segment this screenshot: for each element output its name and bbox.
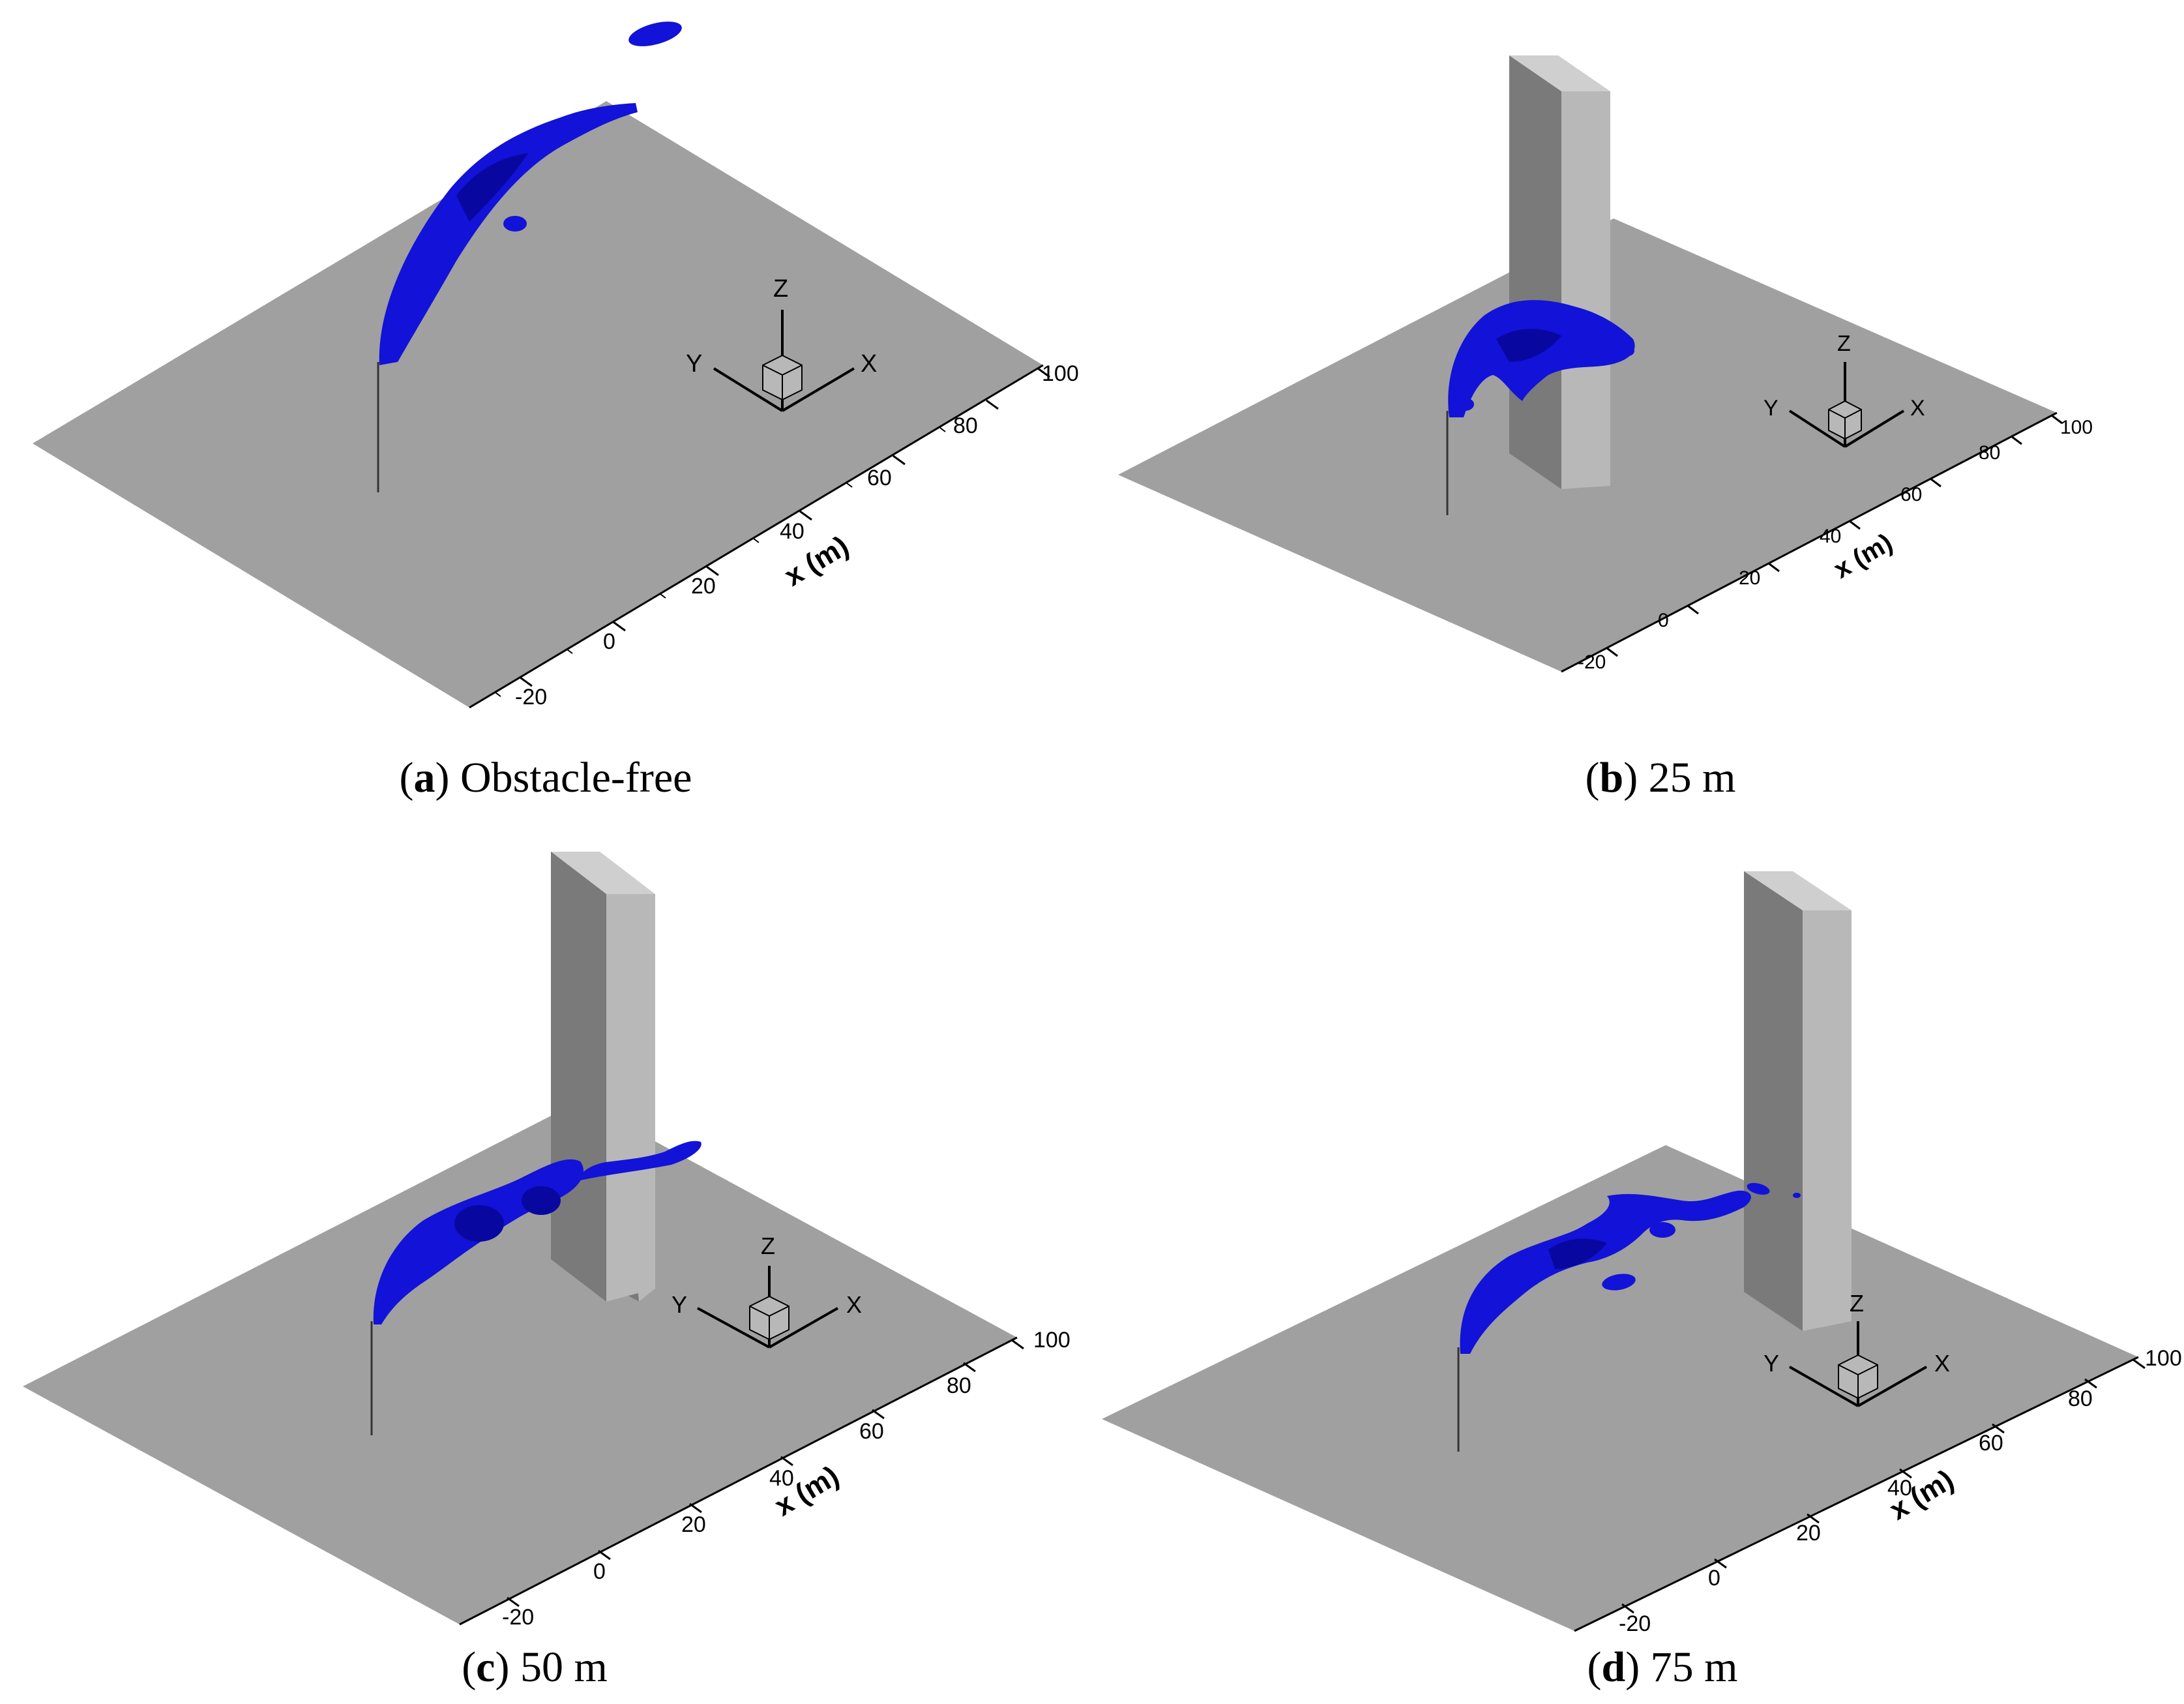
triad-label-z: Z: [1837, 331, 1851, 356]
x-tick-label: 20: [1796, 1521, 1821, 1546]
panel-a-figure: -20 0 20 40 60 80 100 x (m) Y X Z: [33, 22, 1079, 710]
x-tick-label: 60: [1900, 484, 1922, 505]
triad-label-x: X: [846, 1291, 862, 1318]
plume-isosurface: [379, 103, 638, 365]
panel-caption: (d) 75 m: [1587, 1643, 1738, 1691]
x-tick-label: 80: [947, 1373, 971, 1398]
x-tick-label: 80: [953, 413, 978, 438]
plume-fragment: [1649, 1222, 1675, 1238]
x-tick-label: -20: [1578, 651, 1606, 673]
plume-fragment: [1602, 1274, 1636, 1291]
panel-letter: d: [1601, 1643, 1626, 1691]
plume-fragment: [1747, 1182, 1770, 1195]
x-axis-line: [469, 364, 1044, 709]
panel-a: -20 0 20 40 60 80 100 x (m) Y X Z (a) Ob…: [0, 0, 1092, 852]
plume-fragment: [1456, 398, 1474, 411]
axis-triad: [1789, 1321, 1927, 1407]
plume-isosurface: [1548, 1238, 1607, 1269]
x-tick-label: 20: [681, 1512, 706, 1537]
axis-triad: [713, 310, 855, 412]
x-axis-line: [1574, 1356, 2139, 1632]
plume-fragment: [1793, 1193, 1801, 1198]
panel-b: -20 0 20 40 60 80 100 x (m) Y X Z (b) 25…: [1092, 0, 2184, 852]
plume-fragment: [1621, 346, 1634, 356]
plume-fragment: [522, 1186, 561, 1215]
panel-letter: c: [476, 1643, 495, 1691]
panel-caption: (b) 25 m: [1585, 754, 1736, 801]
x-tick-label: 60: [1979, 1431, 2003, 1456]
x-tick-label: 60: [859, 1419, 884, 1444]
panel-letter: a: [413, 754, 435, 801]
plume-fragment: [454, 1205, 504, 1242]
panel-b-figure: -20 0 20 40 60 80 100 x (m) Y X Z: [1118, 55, 2093, 673]
x-tick-label: 60: [867, 466, 892, 490]
plume-isosurface: [1460, 1190, 1751, 1354]
triad-label-x: X: [1934, 1350, 1950, 1377]
triad-label-z: Z: [1850, 1290, 1864, 1317]
obstacle-building: [1509, 55, 1610, 489]
x-tick-label: 0: [603, 629, 615, 654]
x-axis-minor-ticks: [495, 427, 946, 697]
x-tick-label: 0: [1708, 1566, 1720, 1591]
x-axis-ticks: [1621, 1358, 2146, 1614]
x-tick-label: 20: [691, 574, 716, 599]
x-tick-label: -20: [1619, 1611, 1651, 1636]
triad-label-z: Z: [773, 275, 788, 303]
x-tick-label: 40: [769, 1466, 794, 1491]
caption-text: ) Obstacle-free: [435, 754, 692, 801]
triad-label-y: Y: [686, 350, 702, 378]
x-tick-label: 80: [2068, 1386, 2093, 1411]
ground-plane: [23, 1101, 1017, 1624]
triad-label-y: Y: [1763, 396, 1778, 421]
x-tick-label: 100: [1042, 361, 1079, 386]
x-tick-label: 100: [1033, 1328, 1070, 1353]
x-tick-label: 0: [1658, 610, 1669, 631]
panel-d-figure: -20 0 20 40 60 80 100 x (m) Y X Z: [1102, 871, 2182, 1636]
x-tick-label: 40: [1887, 1476, 1912, 1501]
obstacle-building: [551, 852, 655, 1302]
panel-c-figure: -20 0 20 40 60 80 100 x (m) Y X Z: [23, 852, 1070, 1630]
triad-label-x: X: [861, 350, 877, 378]
ground-plane: [33, 101, 1043, 708]
plume-isosurface: [456, 153, 528, 222]
plume-isosurface: [1448, 300, 1635, 417]
triad-label-y: Y: [671, 1291, 687, 1318]
x-tick-label: -20: [502, 1605, 534, 1630]
caption-text: ) 25 m: [1623, 754, 1736, 801]
axis-triad: [697, 1266, 838, 1349]
x-axis-line: [1561, 411, 2058, 673]
ground-plane: [1102, 1145, 2138, 1631]
plume-isosurface: [577, 1141, 701, 1181]
plume-fragment: [503, 216, 527, 232]
x-tick-label: 40: [1820, 526, 1841, 547]
plume-fragment: [628, 22, 682, 46]
caption-text: ) 75 m: [1625, 1643, 1738, 1691]
x-tick-label: -20: [515, 685, 547, 710]
axis-triad: [1788, 362, 1905, 448]
x-axis-ticks: [1606, 414, 2063, 657]
triad-label-z: Z: [761, 1233, 775, 1259]
panel-d: -20 0 20 40 60 80 100 x (m) Y X Z (d): [1092, 852, 2184, 1704]
x-tick-label: 40: [780, 519, 804, 544]
x-tick-label: 80: [1979, 442, 2000, 464]
x-axis-ticks: [507, 1339, 1024, 1607]
triad-label-x: X: [1910, 396, 1925, 421]
x-axis-ticks: [520, 367, 1050, 687]
panel-letter: b: [1599, 754, 1624, 801]
panel-caption: (a) Obstacle-free: [399, 754, 692, 801]
x-tick-label: 20: [1739, 567, 1760, 589]
x-tick-label: 100: [2060, 417, 2093, 438]
panel-caption: (c) 50 m: [462, 1643, 608, 1691]
panel-c: -20 0 20 40 60 80 100 x (m) Y X Z: [0, 852, 1092, 1704]
x-axis-line: [459, 1336, 1018, 1626]
plume-isosurface: [1496, 329, 1561, 362]
x-tick-label: 0: [593, 1559, 606, 1584]
caption-text: ) 50 m: [495, 1643, 608, 1691]
x-tick-label: 100: [2145, 1346, 2182, 1371]
obstacle-building: [1744, 871, 1852, 1331]
triad-label-y: Y: [1763, 1350, 1779, 1377]
